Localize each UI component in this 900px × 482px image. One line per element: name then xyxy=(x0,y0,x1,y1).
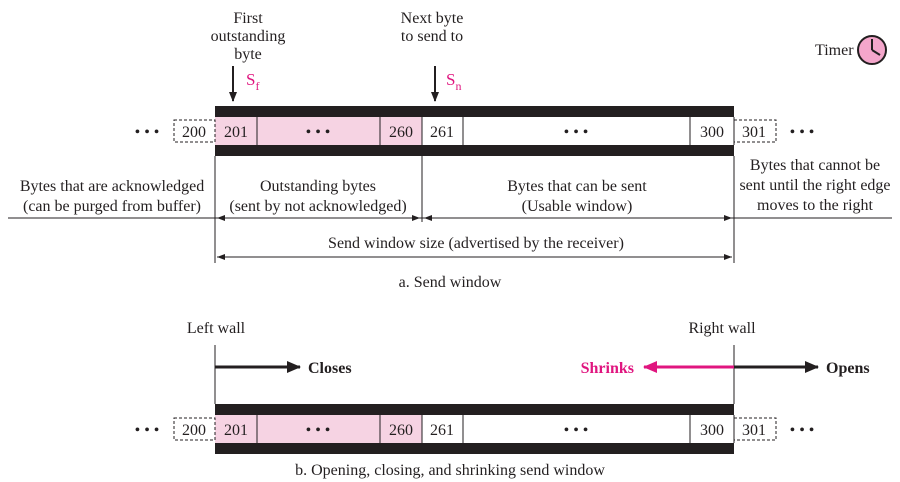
cell-200-top: 200 xyxy=(182,124,206,141)
cell-300-top: 300 xyxy=(700,124,724,141)
send-window-band-top xyxy=(215,106,735,156)
cannot-be-sent-line-3: moves to the right xyxy=(757,197,874,214)
left-ellipsis-bottom: • • • xyxy=(135,422,160,439)
timer-label: Timer xyxy=(815,42,854,59)
cannot-be-sent-line-1: Bytes that cannot be xyxy=(750,157,880,174)
next-byte-line-1: Next byte xyxy=(401,10,464,27)
outstanding-line-2: (sent by not acknowledged) xyxy=(229,198,406,215)
closes-label: Closes xyxy=(308,360,352,377)
cell-260-bottom: 260 xyxy=(389,422,413,439)
sf-pointer-label: Sf xyxy=(246,70,259,93)
left-ellipsis-top: • • • xyxy=(135,124,160,141)
first-outstanding-line-3: byte xyxy=(234,46,262,63)
acknowledged-line-2: (can be purged from buffer) xyxy=(23,198,201,215)
can-be-sent-line-1: Bytes that can be sent xyxy=(507,178,647,195)
first-outstanding-line-2: outstanding xyxy=(211,28,286,45)
cell-200-dashed xyxy=(173,119,216,143)
send-window-band-bottom xyxy=(215,404,735,454)
cell-261-bottom: 261 xyxy=(430,422,454,439)
cell-dots-b-bottom: • • • xyxy=(564,422,589,439)
cell-261-top: 261 xyxy=(430,124,454,141)
first-outstanding-label: First outstanding byte xyxy=(211,10,286,63)
cell-301-bottom: 301 xyxy=(742,422,766,439)
cell-200-bottom: 200 xyxy=(182,422,206,439)
cell-201-top: 201 xyxy=(224,124,248,141)
sn-pointer-label: Sn xyxy=(446,70,461,93)
cell-201-bottom: 201 xyxy=(224,422,248,439)
cannot-be-sent-line-2: sent until the right edge xyxy=(739,177,890,194)
cell-dots-b-top: • • • xyxy=(564,124,589,141)
can-be-sent-line-2: (Usable window) xyxy=(522,198,633,215)
opens-label: Opens xyxy=(826,360,870,377)
cell-dots-a-top: • • • xyxy=(306,124,331,141)
next-byte-label: Next byte to send to xyxy=(401,10,464,45)
window-size-label: Send window size (advertised by the rece… xyxy=(328,235,624,252)
cell-301-dashed xyxy=(733,119,777,143)
cell-dots-a-bottom: • • • xyxy=(306,422,331,439)
acknowledged-line-1: Bytes that are acknowledged xyxy=(20,178,204,195)
next-byte-line-2: to send to xyxy=(401,28,463,45)
right-wall-label: Right wall xyxy=(688,320,756,337)
timer-clock-icon xyxy=(857,35,887,65)
left-wall-label: Left wall xyxy=(187,320,246,337)
cell-200-dashed-bottom xyxy=(173,417,216,441)
outstanding-line-1: Outstanding bytes xyxy=(260,178,376,195)
right-ellipsis-top: • • • xyxy=(790,124,815,141)
right-ellipsis-bottom: • • • xyxy=(790,422,815,439)
cell-301-dashed-bottom xyxy=(733,417,777,441)
caption-b: b. Opening, closing, and shrinking send … xyxy=(295,462,605,479)
first-outstanding-line-1: First xyxy=(233,10,263,27)
cell-260-top: 260 xyxy=(389,124,413,141)
cell-300-bottom: 300 xyxy=(700,422,724,439)
caption-a: a. Send window xyxy=(399,274,502,291)
shrinks-label: Shrinks xyxy=(581,360,634,377)
cell-301-top: 301 xyxy=(742,124,766,141)
